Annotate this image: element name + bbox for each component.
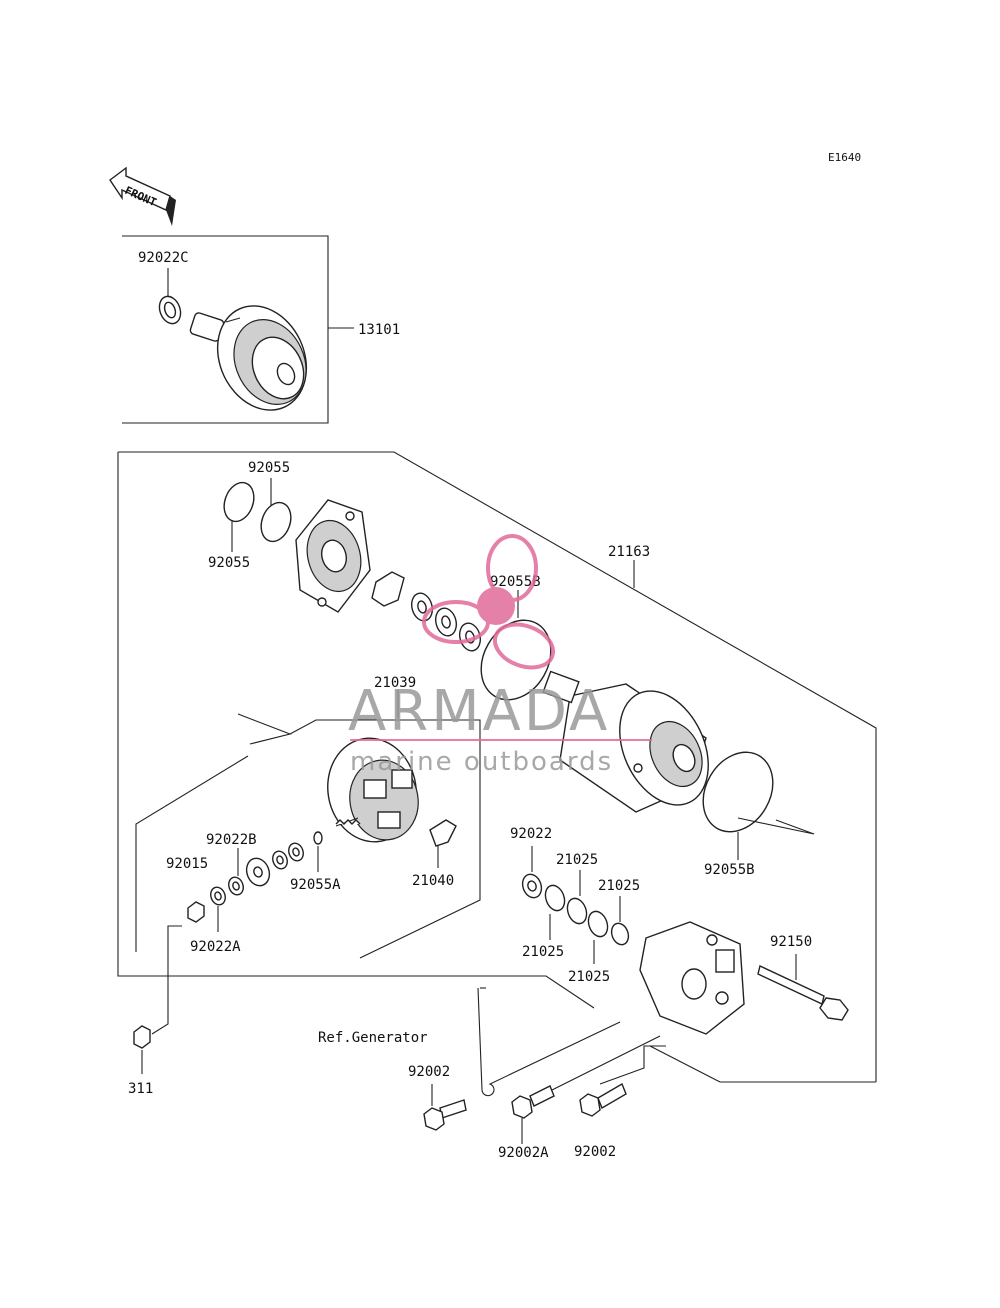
through-bolt-92150-icon	[757, 954, 849, 1021]
front-cover-icon	[295, 499, 371, 613]
callout-92002-right: 92002	[574, 1144, 616, 1160]
ref-generator-note: Ref.Generator	[318, 1030, 428, 1046]
bolt-92002-left-icon	[423, 1084, 467, 1131]
o-ring-92055b-top-icon	[480, 590, 552, 701]
prop-blade-right	[492, 622, 556, 670]
callout-13101: 13101	[358, 322, 400, 338]
callout-92055a: 92055A	[290, 877, 341, 893]
callout-92022b: 92022B	[206, 832, 257, 848]
washer-92022c-icon	[158, 295, 182, 325]
callout-21039: 21039	[374, 675, 416, 691]
callout-92022: 92022	[510, 826, 552, 842]
front-arrow-icon: FRONT	[109, 166, 176, 226]
armada-watermark: ARMADA marine outboards	[348, 534, 652, 777]
callout-92015: 92015	[166, 856, 208, 872]
callout-92055-left: 92055	[208, 555, 250, 571]
diagram-code: E1640	[828, 151, 861, 164]
prop-hub	[477, 587, 515, 625]
callout-21040: 21040	[412, 873, 454, 889]
rear-cover-icon	[639, 921, 745, 1035]
motor-yoke-icon	[542, 670, 709, 813]
nut-311-icon	[133, 925, 182, 1074]
o-ring-92055-icon	[223, 478, 292, 552]
bolt-92002-right-icon	[579, 1045, 666, 1117]
washer-stack-icon	[410, 592, 482, 652]
brush-holder-icon	[327, 737, 419, 843]
callout-21025-b: 21025	[598, 878, 640, 894]
lock-plate-icon	[371, 571, 405, 607]
cable-tie-icon	[477, 987, 621, 1097]
propeller-logo-icon	[422, 534, 556, 670]
callout-92055b-bottom: 92055B	[704, 862, 755, 878]
shim-stack-icon	[521, 846, 630, 964]
callout-311: 311	[128, 1081, 153, 1097]
main-assembly-outline	[117, 451, 877, 1083]
bolt-92002a-icon	[511, 1035, 661, 1144]
callout-21025-d: 21025	[568, 969, 610, 985]
callout-92002a: 92002A	[498, 1145, 549, 1161]
callout-21025-c: 21025	[522, 944, 564, 960]
callout-92002-left: 92002	[408, 1064, 450, 1080]
starter-clutch-box	[122, 235, 354, 424]
brush-holder-box	[135, 690, 481, 959]
watermark-brand: ARMADA	[348, 679, 610, 744]
o-ring-92055b-bottom-icon	[702, 751, 815, 860]
callout-21163: 21163	[608, 544, 650, 560]
callout-92150: 92150	[770, 934, 812, 950]
terminal-21040-icon	[429, 819, 457, 868]
callout-92055b-top: 92055B	[490, 574, 541, 590]
watermark-tagline: marine outboards	[350, 747, 613, 777]
starter-clutch-icon	[189, 305, 308, 411]
washer-row-icon	[187, 831, 323, 932]
callout-92055-top: 92055	[248, 460, 290, 476]
callout-92022a: 92022A	[190, 939, 241, 955]
callout-92022c: 92022C	[138, 250, 189, 266]
callout-21025-a: 21025	[556, 852, 598, 868]
